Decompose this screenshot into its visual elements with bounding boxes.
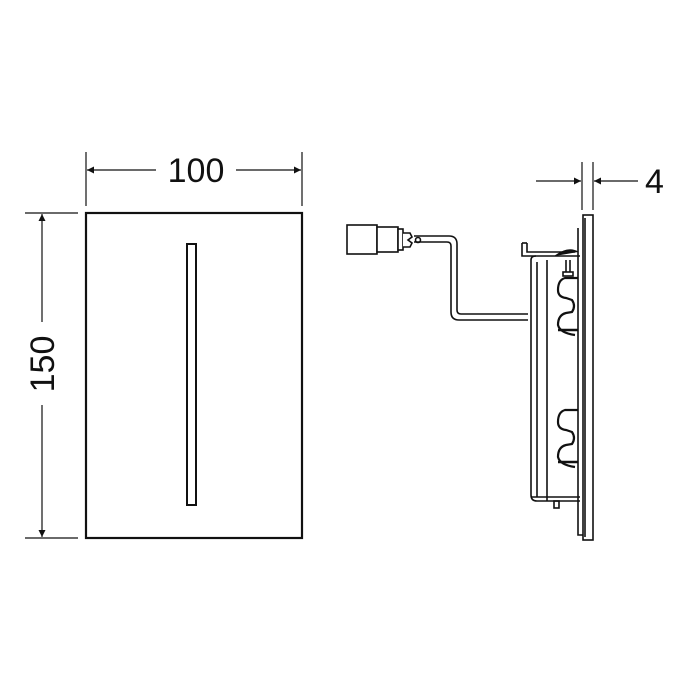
thickness-dimension-label: 4 (645, 163, 664, 201)
thickness-dimension: 4 (536, 162, 664, 210)
height-dimension: 150 (24, 212, 78, 539)
connector-plug (346, 224, 422, 255)
cover-plate-side (577, 214, 594, 541)
housing-box (521, 242, 580, 509)
width-dimension: 100 (85, 152, 303, 206)
front-plate (84, 211, 304, 540)
height-dimension-label: 150 (24, 336, 62, 393)
width-dimension-label: 100 (168, 152, 225, 190)
side-view (346, 214, 594, 541)
front-view (84, 211, 304, 540)
sensor-slot (186, 243, 197, 506)
cable (414, 235, 528, 321)
